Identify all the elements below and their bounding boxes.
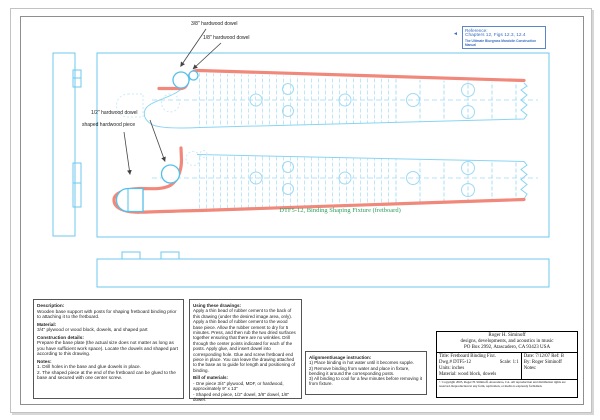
reference-manual: The Ultimate Bluegrass Mandolin Construc…: [465, 39, 537, 47]
alignment-box: Alignment/usage instruction: 1) Place bi…: [305, 351, 427, 395]
label-dowel-12: 1/2" hardwood dowel: [91, 110, 138, 116]
arrow-dowel-12: [149, 119, 166, 162]
end-view-post-18: [72, 77, 82, 88]
callout-arrows: [123, 28, 222, 175]
company-address: PO Box 2992, Atascadero, CA 93423 USA: [463, 344, 551, 350]
alignment-step-2: 2) Remove binding from water and place i…: [309, 365, 410, 376]
usage-heading: Using these drawings:: [193, 303, 242, 308]
drawing-scale: Scale: 1:1: [499, 359, 519, 365]
company-name: Roger H. Siminoff: [488, 333, 526, 338]
material-heading: Material:: [37, 321, 57, 327]
description-box: Description: Wooden base support with po…: [33, 299, 184, 399]
usage-text: Apply a thin bead of rubber cement to th…: [193, 308, 296, 373]
lower-position-markers: [249, 161, 475, 197]
reference-heading: Reference:: [465, 28, 488, 33]
alignment-heading: Alignment/usage instruction:: [309, 355, 372, 360]
alignment-step-1: 1) Place binding in hot water until it b…: [309, 360, 415, 366]
drawing-author: By: Roger Siminoff: [523, 359, 562, 365]
bom-item-2: - Shaped end piece, 1/2" dowel, 3/8" dow…: [193, 391, 290, 402]
drawing-notes: Notes:: [523, 365, 537, 371]
dowel-12-circle: [160, 164, 181, 184]
copyright-text: © Copyright 2003, Roger H. Siminoff, Ata…: [439, 379, 566, 388]
end-view-post-38: [72, 69, 82, 79]
drawing-material: Material: wood block, dowels: [439, 371, 497, 377]
drawing-date: Date: 7/12/07 Ref: B: [523, 353, 564, 359]
note-2: 2. The shaped piece at the end of the fr…: [37, 369, 176, 381]
bom-item-1: - One piece 3/4" plywood, MDF, or hardwo…: [193, 380, 284, 392]
shaped-piece: [115, 187, 144, 213]
title-block-header: Roger H. Siminoff designs, developments,…: [437, 332, 577, 353]
base-side-view: [96, 258, 550, 288]
title-block-right: Date: 7/12/07 Ref: B By: Roger Siminoff …: [522, 353, 577, 379]
notes-heading: Notes:: [37, 358, 52, 364]
title-block: Roger H. Siminoff designs, developments,…: [436, 331, 578, 398]
drawing-number: Dwg.# DTF5-12: [439, 359, 471, 365]
lower-fretboard-outline: [196, 154, 528, 200]
title-block-grid: Title: Fretboard Binding Fixt. Dwg.# DTF…: [437, 352, 577, 380]
reference-chapters: Chapters 12, Figs 12.3, 12.4: [465, 33, 526, 39]
base-end-view: [52, 52, 76, 237]
bom-heading: Bill of materials:: [193, 375, 229, 381]
upper-shaped-piece-ghost: [116, 93, 144, 118]
usage-box: Using these drawings: Apply a thin bead …: [189, 299, 302, 402]
lower-dowel-38-ghost: [185, 151, 201, 166]
dowel-38-circle: [172, 71, 190, 89]
drawing-caption: DTF5-12, Binding Shaping Fixture (fretbo…: [279, 207, 401, 214]
company-tagline: designs, developments, and acoustics in …: [460, 338, 554, 344]
note-1: 1. Drill holes in the base and glue dowe…: [37, 364, 141, 369]
description-text: Wooden base support with posts for shapi…: [37, 308, 177, 320]
drawing-title: Title: Fretboard Binding Fixt.: [439, 353, 496, 359]
reference-box: Reference: Chapters 12, Figs 12.3, 12.4 …: [462, 26, 546, 49]
sheet-outer-border: [10, 8, 592, 413]
label-dowel-18: 1/8" hardwood dowel: [203, 35, 250, 41]
lower-dowel-18-ghost: [199, 150, 208, 158]
upper-position-markers: [249, 83, 475, 119]
end-view-post-12: [72, 162, 82, 184]
label-shaped-piece: shaped hardwood piece: [82, 122, 136, 128]
upper-fretboard-template: [116, 68, 538, 129]
title-block-left: Title: Fretboard Binding Fixt. Dwg.# DTF…: [437, 352, 522, 379]
drawing-units: Units: inches: [439, 365, 465, 371]
lower-fret-texture-dense: [196, 155, 392, 212]
sheet-inner-border: [20, 16, 584, 405]
construction-heading: Construction details:: [37, 334, 84, 340]
alignment-step-3: 3) All binding to cool for a few minutes…: [309, 376, 423, 387]
arrow-dowel-18: [192, 42, 222, 70]
upper-dowel-12-ghost: [161, 93, 180, 113]
side-view-post-1: [121, 251, 141, 260]
material-text: 3/4" plywood or wood block, dowels, and …: [37, 327, 148, 332]
construction-text: Prepare the base plate (the actual size …: [37, 340, 178, 356]
lower-fretboard-template: [112, 146, 538, 214]
main-drawing-frame: [96, 52, 550, 238]
reference-arrow-icon: ◄: [453, 31, 458, 37]
arrow-dowel-38: [180, 28, 207, 67]
description-heading: Description:: [37, 303, 65, 308]
label-dowel-38: 3/8" hardwood dowel: [191, 21, 238, 27]
dowel-18-circle: [188, 70, 199, 81]
arrow-shaped-piece: [123, 131, 132, 175]
side-view-post-2: [160, 251, 180, 260]
end-view-shaped-piece: [72, 182, 82, 208]
